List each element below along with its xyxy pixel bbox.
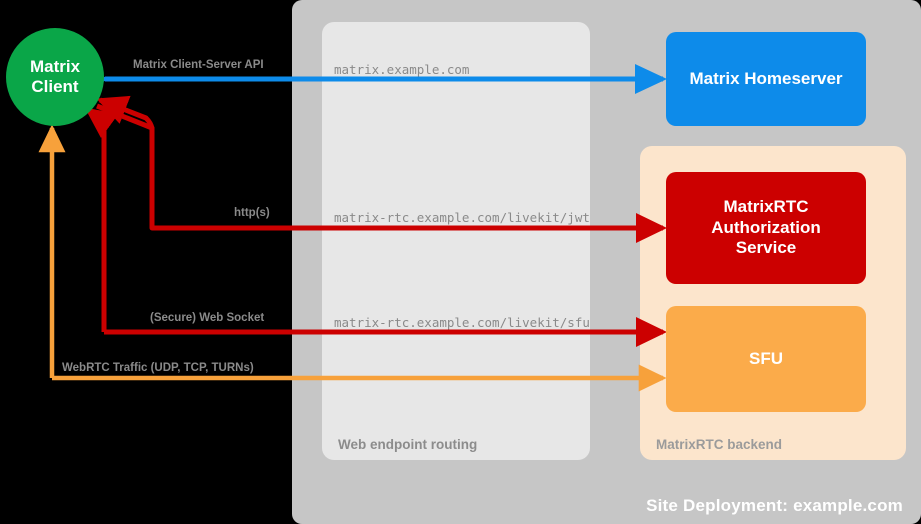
node-matrixrtc-authorization-service[interactable]: MatrixRTC Authorization Service — [666, 172, 866, 284]
node-matrix-client[interactable]: Matrix Client — [6, 28, 104, 126]
site-deployment-label: Site Deployment: example.com — [646, 496, 903, 515]
matrixrtc-auth-label-line1: MatrixRTC — [723, 197, 809, 217]
edge-label-webrtc-traffic: WebRTC Traffic (UDP, TCP, TURNs) — [62, 362, 254, 374]
matrixrtc-backend-label: MatrixRTC backend — [656, 437, 783, 452]
web-endpoint-routing-panel — [322, 22, 590, 460]
edge-label-matrix-client-server-api: Matrix Client-Server API — [133, 59, 264, 71]
matrix-homeserver-label: Matrix Homeserver — [689, 68, 843, 88]
edge-label-https: http(s) — [234, 207, 270, 219]
matrix-client-label-line2: Client — [31, 77, 79, 96]
web-endpoint-routing-label: Web endpoint routing — [338, 437, 478, 452]
sfu-label: SFU — [749, 348, 783, 368]
node-matrix-homeserver[interactable]: Matrix Homeserver — [666, 32, 866, 126]
matrixrtc-auth-label-line2: Authorization — [711, 217, 821, 237]
edge-label-secure-web-socket: (Secure) Web Socket — [150, 312, 265, 324]
endpoint-url-livekit-sfu: matrix-rtc.example.com/livekit/sfu — [334, 315, 590, 330]
matrix-client-label-line1: Matrix — [29, 57, 81, 77]
matrixrtc-auth-label-line3: Service — [735, 238, 797, 258]
endpoint-url-livekit-jwt: matrix-rtc.example.com/livekit/jwt — [334, 210, 590, 225]
endpoint-url-matrix: matrix.example.com — [334, 62, 470, 77]
node-sfu[interactable]: SFU — [666, 306, 866, 412]
